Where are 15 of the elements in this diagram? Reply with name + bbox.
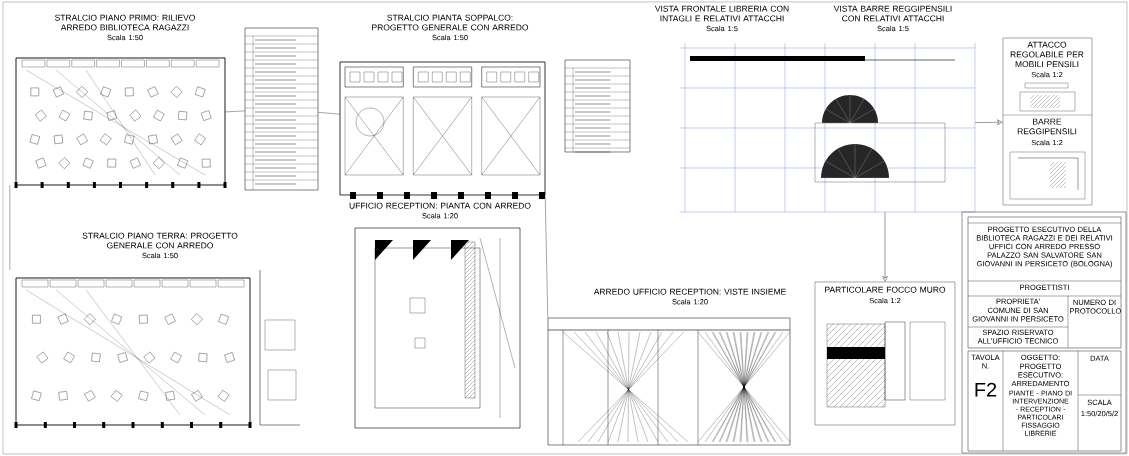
- arrow: [975, 119, 1003, 125]
- mezzanine-plan-drawing: [339, 61, 546, 199]
- floor-plan-drawing: [14, 269, 301, 428]
- connector-line: [545, 195, 548, 318]
- connector-line: [318, 112, 340, 115]
- sheet-number: F2: [975, 382, 997, 397]
- legend-table: [244, 27, 319, 191]
- legend-table: [564, 59, 631, 153]
- floor-plan-drawing: [14, 57, 227, 188]
- reception-elevation-drawing: [547, 317, 791, 446]
- connector-line: [9, 185, 10, 270]
- arrow: [882, 212, 888, 282]
- shelf-elevation-drawing: [679, 42, 976, 213]
- reception-plan-drawing: [354, 227, 521, 429]
- connector-line: [225, 110, 245, 113]
